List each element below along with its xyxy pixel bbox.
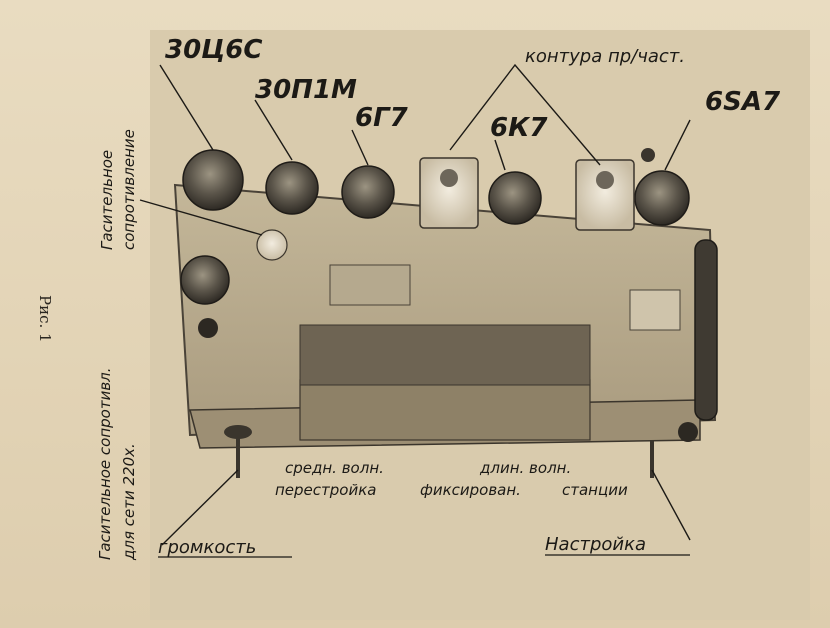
if-coil-1-screw xyxy=(440,169,458,187)
if-coil-2-screw xyxy=(596,171,614,189)
label-retune: перестройка xyxy=(275,481,376,499)
label-6k7: 6К7 xyxy=(490,113,548,143)
chassis-cavity xyxy=(299,324,591,386)
tube-6g7 xyxy=(341,165,395,219)
bracket xyxy=(629,289,681,331)
dropping-resistor xyxy=(256,229,288,261)
label-mains-resistor-2: для сети 220х. xyxy=(120,443,138,561)
label-stations: станции xyxy=(562,481,628,499)
leader-volume xyxy=(161,469,239,546)
leader-6g7 xyxy=(351,129,369,166)
leader-6k7 xyxy=(494,139,506,171)
mains-resistor xyxy=(180,255,230,305)
label-mains-resistor-1: Гасительное сопротивл. xyxy=(96,367,114,560)
label-lw: длин. волн. xyxy=(479,459,571,477)
tuning-knob xyxy=(678,422,698,442)
tuning-drum xyxy=(694,239,718,421)
if-coil-2 xyxy=(575,159,635,231)
label-volume: громкость xyxy=(158,537,256,558)
label-resistor-1: Гасительное xyxy=(98,150,116,250)
leader-resistor xyxy=(139,199,263,236)
volume-knob xyxy=(224,425,252,439)
leader-6sa7 xyxy=(664,119,691,171)
if-coil-1 xyxy=(419,157,479,229)
leader-coils xyxy=(449,63,601,166)
figure-caption: Рис. 1 xyxy=(36,295,54,343)
center-board xyxy=(329,264,411,306)
small-cap xyxy=(641,148,655,162)
label-6sa7: 6SA7 xyxy=(705,87,781,117)
label-fixed: фиксирован. xyxy=(420,481,521,499)
leader-30c6s xyxy=(159,64,214,151)
left-knob xyxy=(198,318,218,338)
tube-6sa7 xyxy=(634,170,690,226)
leader-tuning xyxy=(651,469,691,541)
label-resistor-2: сопротивление xyxy=(120,129,138,250)
label-if-coils: контура пр/част. xyxy=(525,46,685,67)
tube-6k7 xyxy=(488,171,542,225)
label-6g7: 6Г7 xyxy=(355,103,409,133)
label-30p1m: 30П1М xyxy=(255,75,357,105)
label-mw: средн. волн. xyxy=(285,459,384,477)
leader-30p1m xyxy=(254,99,293,161)
switch-panel xyxy=(299,379,591,441)
label-30c6s: 30Ц6С xyxy=(165,35,262,65)
label-tuning: Настройка xyxy=(545,534,646,555)
tube-30p1m xyxy=(265,161,319,215)
tube-30c6s xyxy=(182,149,244,211)
